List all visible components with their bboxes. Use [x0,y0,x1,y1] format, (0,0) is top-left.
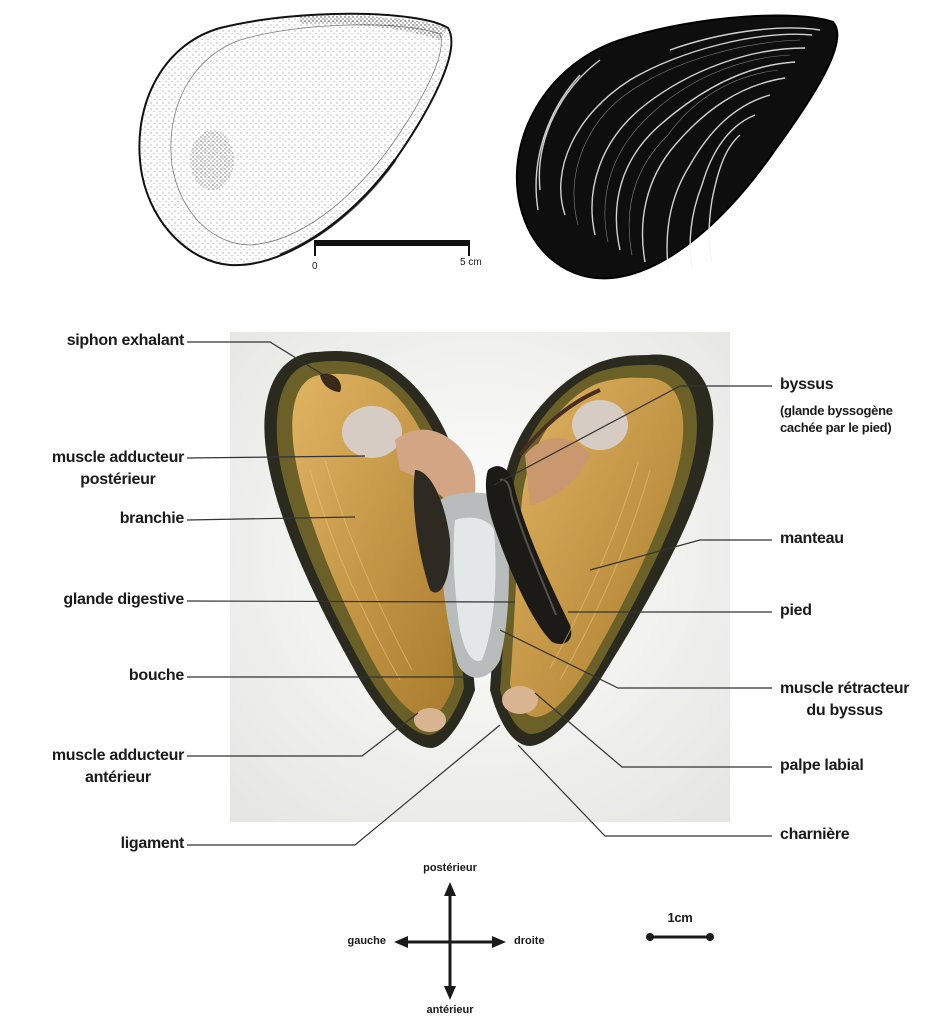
orientation-droite-label: droite [514,935,545,947]
label-muscle-retracteur: muscle rétracteur du byssus [780,678,909,722]
orientation-gauche-label: gauche [347,935,386,947]
shell-interior-drawing [139,14,451,265]
label-bouche: bouche [129,667,184,685]
label-muscle-adducteur-posterieur-line2: postérieur [52,469,184,491]
label-muscle-adducteur-anterieur: muscle adducteur antérieur [52,745,184,789]
label-muscle-adducteur-anterieur-line2: antérieur [52,767,184,789]
label-byssus-note-line1: (glande byssogène [780,402,893,419]
label-muscle-adducteur-anterieur-line1: muscle adducteur [52,745,184,767]
bottom-scale-label: 1cm [667,910,692,925]
label-muscle-adducteur-posterieur: muscle adducteur postérieur [52,447,184,491]
label-byssus-note-line2: cachée par le pied) [780,419,893,436]
label-pied: pied [780,602,812,620]
label-siphon-exhalant: siphon exhalant [67,332,184,350]
top-scale-five-label: 5 cm [460,257,482,268]
label-muscle-retracteur-line2: du byssus [780,700,909,722]
label-manteau: manteau [780,530,844,548]
orientation-anterieur-label: antérieur [426,1004,473,1016]
orientation-posterieur-label: postérieur [423,862,477,874]
top-scale-zero-label: 0 [312,261,318,272]
label-charniere: charnière [780,826,849,844]
label-glande-digestive: glande digestive [63,591,184,609]
label-muscle-retracteur-line1: muscle rétracteur [780,678,909,700]
label-muscle-adducteur-posterieur-line1: muscle adducteur [52,447,184,469]
label-palpe-labial: palpe labial [780,757,864,775]
label-byssus-note: (glande byssogène cachée par le pied) [780,402,893,436]
label-branchie: branchie [120,510,184,528]
orientation-cross [394,882,506,1000]
top-scale-bar [314,240,470,256]
label-byssus: byssus [780,376,833,394]
shell-exterior-drawing [517,16,838,279]
bottom-scale-bar [646,933,714,941]
label-ligament: ligament [121,835,184,853]
